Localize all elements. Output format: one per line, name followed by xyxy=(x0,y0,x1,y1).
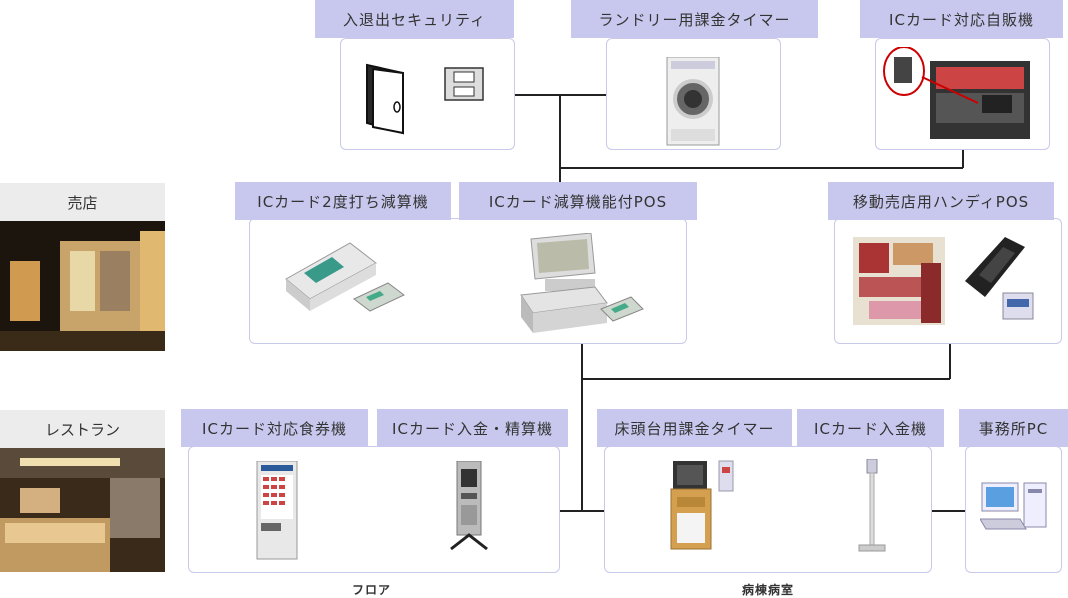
floor-box xyxy=(188,446,560,573)
stand-reader-icon xyxy=(858,459,886,552)
ward-box xyxy=(604,446,932,573)
ticket-machine-icon xyxy=(256,461,298,560)
tag-entry-security: 入退出セキュリティ xyxy=(315,0,514,38)
tag-handy-pos: 移動売店用ハンディPOS xyxy=(828,182,1054,220)
tag-laundry-timer: ランドリー用課金タイマー xyxy=(571,0,818,38)
tag-office-pc: 事務所PC xyxy=(959,409,1068,447)
bedside-cabinet-icon xyxy=(670,460,734,550)
shop-label: 売店 xyxy=(0,183,165,221)
card-reader-icon xyxy=(444,67,484,101)
tag-deposit-machine: ICカード入金機 xyxy=(797,409,944,447)
handheld-terminal-icon xyxy=(965,237,1034,320)
tag-deduction-pos: ICカード減算機能付POS xyxy=(459,182,697,220)
kiosk-icon xyxy=(450,461,488,551)
shop-pos-box xyxy=(249,218,687,344)
vending-machine-box xyxy=(875,38,1050,150)
tag-double-deduction: ICカード2度打ち減算機 xyxy=(235,182,451,220)
tag-deposit-settlement: ICカード入金・精算機 xyxy=(377,409,568,447)
tag-vending-machine: ICカード対応自販機 xyxy=(860,0,1063,38)
pos-register-icon xyxy=(520,233,644,333)
office-pc-box xyxy=(965,446,1062,573)
handy-pos-box xyxy=(834,218,1062,344)
desktop-pc-icon xyxy=(980,482,1047,530)
card-terminal-icon xyxy=(285,242,405,312)
caption-floor: フロア xyxy=(352,583,392,597)
restaurant-label: レストラン xyxy=(0,410,165,448)
tag-ticket-machine: ICカード対応食券機 xyxy=(181,409,368,447)
shop-photo xyxy=(0,221,165,351)
washing-machine-icon xyxy=(666,57,720,146)
vending-machine-icon xyxy=(883,47,1030,139)
restaurant-photo xyxy=(0,448,165,572)
shop-cart-icon xyxy=(853,237,945,325)
entry-security-box xyxy=(340,38,515,150)
tag-bedside-timer: 床頭台用課金タイマー xyxy=(597,409,792,447)
door-icon xyxy=(366,63,404,135)
laundry-timer-box xyxy=(606,38,781,150)
caption-ward: 病棟病室 xyxy=(742,583,795,597)
